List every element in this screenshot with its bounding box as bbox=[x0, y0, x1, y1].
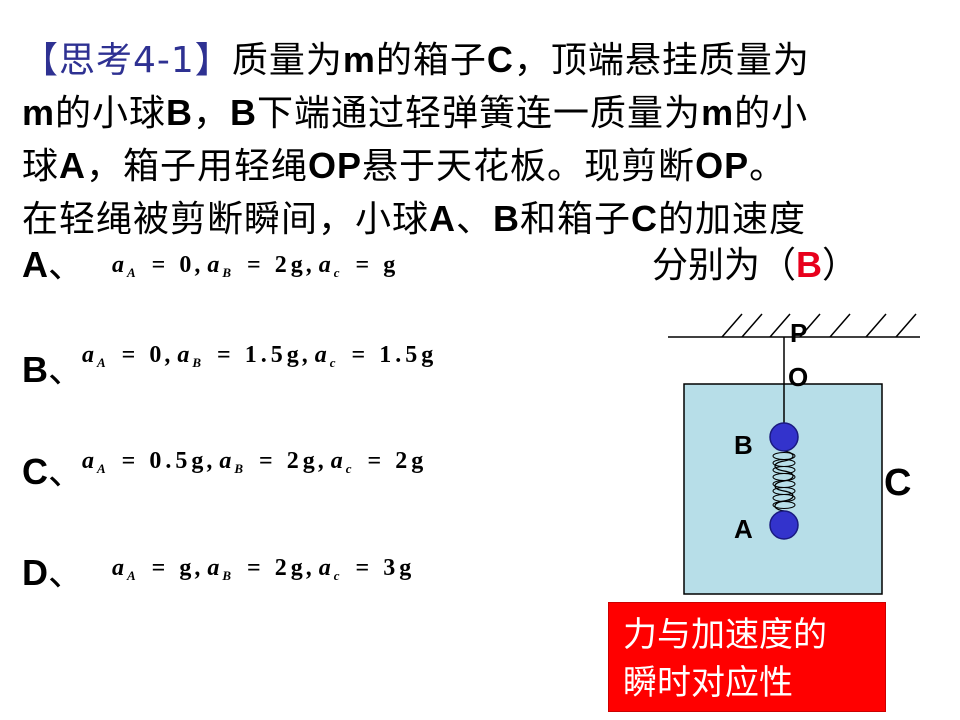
answer-value: B bbox=[796, 244, 823, 285]
question-text: 【思考4-1】质量为m的箱子C，顶端悬挂质量为 m的小球B，B下端通过轻弹簧连一… bbox=[22, 39, 810, 240]
label-a: A bbox=[734, 514, 753, 544]
ball-a bbox=[769, 510, 799, 540]
label-c: C bbox=[884, 462, 912, 504]
spring-coils bbox=[772, 452, 796, 509]
label-b: B bbox=[734, 430, 753, 460]
note-box: 力与加速度的 瞬时对应性 bbox=[608, 602, 886, 712]
option-c: C、 bbox=[22, 451, 85, 493]
note-line-2: 瞬时对应性 bbox=[623, 663, 793, 703]
option-a: A、 bbox=[22, 244, 85, 286]
label-p: P bbox=[790, 318, 808, 348]
option-d: D、 bbox=[22, 552, 85, 594]
question-tag: 【思考4-1】 bbox=[22, 40, 232, 81]
box-c bbox=[683, 383, 883, 595]
label-o: O bbox=[788, 362, 809, 392]
note-line-1: 力与加速度的 bbox=[623, 615, 827, 655]
ceiling-hatch bbox=[721, 313, 917, 338]
answer-line: 分别为（B） bbox=[652, 244, 859, 286]
ball-b bbox=[769, 422, 799, 452]
option-b: B、 bbox=[22, 349, 85, 391]
